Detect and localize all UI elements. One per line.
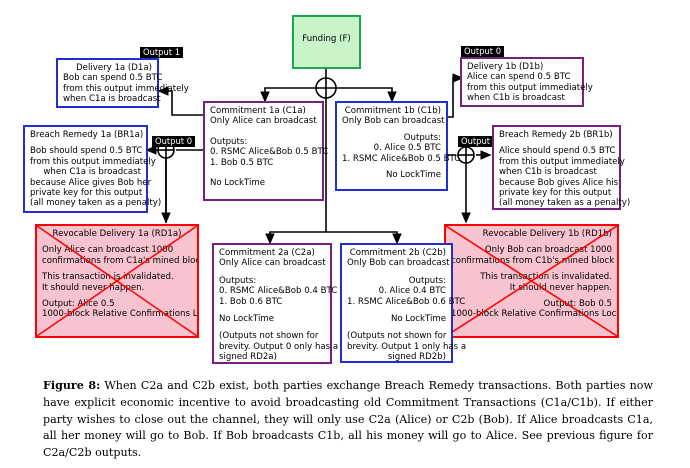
br1a-title: Breach Remedy 1a (BR1a) bbox=[30, 130, 144, 140]
d1b-line: when C1b is broadcast bbox=[467, 93, 565, 104]
c2a-outputs-label: Outputs: bbox=[219, 275, 257, 286]
c2a-output-1: 1. Bob 0.6 BTC bbox=[219, 296, 283, 307]
funding-label: Funding (F) bbox=[302, 34, 351, 44]
rd1a-line-3: This transaction is invalidated. bbox=[42, 272, 174, 283]
rd1a-line-2: confirmations from C1a's mined block bbox=[42, 255, 199, 266]
br2b-line: Alice should spend 0.5 BTC bbox=[499, 146, 616, 157]
figure-caption: Figure 8: When C2a and C2b exist, both p… bbox=[43, 378, 653, 462]
breach-remedy-1a-node: Breach Remedy 1a (BR1a) Bob should spend… bbox=[23, 125, 162, 213]
c1a-outputs-label: Outputs: bbox=[210, 136, 248, 147]
br1a-line: when C1a is broadcast bbox=[43, 167, 141, 178]
c2b-output-1: 1. RSMC Alice&Bob 0.6 BTC bbox=[347, 296, 466, 307]
rd1b-line-5: Output: Bob 0.5 bbox=[543, 299, 613, 310]
commitment-1b-node: Commitment 1b (C1b) Only Bob can broadca… bbox=[335, 101, 461, 191]
c2a-subtitle: Only Alice can broadcast bbox=[219, 258, 326, 269]
c1b-title: Commitment 1b (C1b) bbox=[344, 106, 441, 116]
br1a-line: from this output immediately bbox=[30, 156, 156, 167]
revocable-delivery-1a-node: Revocable Delivery 1a (RD1a) Only Alice … bbox=[35, 224, 199, 338]
c2a-note: (Outputs not shown for bbox=[219, 331, 319, 342]
d1b-title: Delivery 1b (D1b) bbox=[467, 62, 544, 72]
revocable-delivery-1b-node: Revocable Delivery 1b (RD1b) Only Bob ca… bbox=[444, 224, 619, 338]
c1b-output-1: 1. RSMC Alice&Bob 0.5 BTC bbox=[342, 153, 461, 164]
commitment-2b-node: Commitment 2b (C2b) Only Bob can broadca… bbox=[340, 243, 467, 363]
c2a-title: Commitment 2a (C2a) bbox=[219, 248, 315, 258]
delivery-1a-node: Delivery 1a (D1a) Bob can spend 0.5 BTC … bbox=[56, 58, 189, 108]
d1a-line: Bob can spend 0.5 BTC bbox=[63, 73, 163, 84]
c1a-output-1: 1. Bob 0.5 BTC bbox=[210, 157, 274, 168]
rd1b-title: Revocable Delivery 1b (RD1b) bbox=[482, 229, 612, 239]
br2b-line: because Bob gives Alice his bbox=[499, 177, 619, 188]
c2b-locktime: No LockTime bbox=[390, 314, 446, 325]
br1a-line: (all money taken as a penalty) bbox=[30, 198, 162, 209]
c2b-outputs-label: Outputs: bbox=[408, 275, 446, 286]
rd1b-line-3: This transaction is invalidated. bbox=[480, 272, 612, 283]
rd1b-line-6: 1000-block Relative Confirmations Lock bbox=[451, 309, 619, 320]
commitment-1a-node: Commitment 1a (C1a) Only Alice can broad… bbox=[203, 101, 329, 201]
c1b-outputs-label: Outputs: bbox=[403, 132, 441, 143]
c1a-title: Commitment 1a (C1a) bbox=[210, 106, 306, 116]
d1a-title: Delivery 1a (D1a) bbox=[76, 63, 152, 73]
delivery-1b-node: Delivery 1b (D1b) Alice can spend 0.5 BT… bbox=[460, 57, 593, 107]
rd1a-title: Revocable Delivery 1a (RD1a) bbox=[52, 229, 182, 239]
output-tag-0-mid: Output 0 bbox=[152, 136, 196, 147]
caption-text: When C2a and C2b exist, both parties exc… bbox=[43, 379, 653, 460]
d1a-line: from this output immediately bbox=[63, 83, 189, 94]
c1a-locktime: No LockTime bbox=[210, 178, 266, 189]
c2b-note: signed RD2b) bbox=[387, 352, 446, 363]
c1a-subtitle: Only Alice can broadcast bbox=[210, 116, 317, 127]
d1b-line: from this output immediately bbox=[467, 82, 593, 93]
rd1a-line-6: 1000-block Relative Confirmations Lock bbox=[42, 309, 199, 320]
rd1b-line-1: Only Bob can broadcast 1000 bbox=[484, 245, 612, 256]
rd1a-line-4: It should never happen. bbox=[42, 282, 145, 293]
output-tag-0-top: Output 0 bbox=[461, 46, 505, 57]
rd1b-line-4: It should never happen. bbox=[509, 282, 612, 293]
splitter-right bbox=[457, 146, 475, 164]
rd1a-line-5: Output: Alice 0.5 bbox=[42, 299, 115, 310]
c2a-output-0: 0. RSMC Alice&Bob 0.4 BTC bbox=[219, 286, 338, 297]
d1b-line: Alice can spend 0.5 BTC bbox=[467, 72, 571, 83]
br1a-line: private key for this output bbox=[30, 188, 143, 199]
c2b-output-0: 0. Alice 0.4 BTC bbox=[378, 286, 446, 297]
c2a-note: brevity. Output 0 only has a bbox=[219, 341, 339, 352]
c2b-note: (Outputs not shown for bbox=[347, 331, 447, 342]
d1a-line: when C1a is broadcast bbox=[63, 94, 161, 105]
rd1b-line-2: confirmations from C1b's mined block bbox=[451, 255, 615, 266]
br2b-line: from this output immediately bbox=[499, 156, 625, 167]
splitter-top bbox=[315, 77, 337, 99]
c1b-output-0: 0. Alice 0.5 BTC bbox=[373, 143, 441, 154]
br2b-line: (all money taken as a penalty) bbox=[499, 198, 631, 209]
c2b-note: brevity. Output 1 only has a bbox=[347, 341, 467, 352]
rd1a-line-1: Only Alice can broadcast 1000 bbox=[42, 245, 174, 256]
c2a-note: signed RD2a) bbox=[219, 352, 277, 363]
br2b-line: when C1b is broadcast bbox=[499, 167, 597, 178]
c2a-locktime: No LockTime bbox=[219, 314, 275, 325]
funding-node: Funding (F) bbox=[292, 15, 361, 69]
c2b-subtitle: Only Bob can broadcast bbox=[347, 258, 450, 269]
c2b-title: Commitment 2b (C2b) bbox=[349, 248, 446, 258]
br1a-line: because Alice gives Bob her bbox=[30, 177, 152, 188]
c1b-subtitle: Only Bob can broadcast bbox=[342, 116, 445, 127]
breach-remedy-1b-node: Breach Remedy 2b (BR1b) Alice should spe… bbox=[492, 125, 631, 210]
c1b-locktime: No LockTime bbox=[385, 170, 441, 181]
caption-label: Figure 8: bbox=[43, 379, 101, 392]
c1a-output-0: 0. RSMC Alice&Bob 0.5 BTC bbox=[210, 147, 329, 158]
br2b-title: Breach Remedy 2b (BR1b) bbox=[499, 130, 613, 140]
output-tag-1-top: Output 1 bbox=[140, 47, 184, 58]
br2b-line: private key for this output bbox=[499, 188, 612, 199]
br1a-line: Bob should spend 0.5 BTC bbox=[30, 146, 143, 157]
commitment-2a-node: Commitment 2a (C2a) Only Alice can broad… bbox=[212, 243, 339, 364]
